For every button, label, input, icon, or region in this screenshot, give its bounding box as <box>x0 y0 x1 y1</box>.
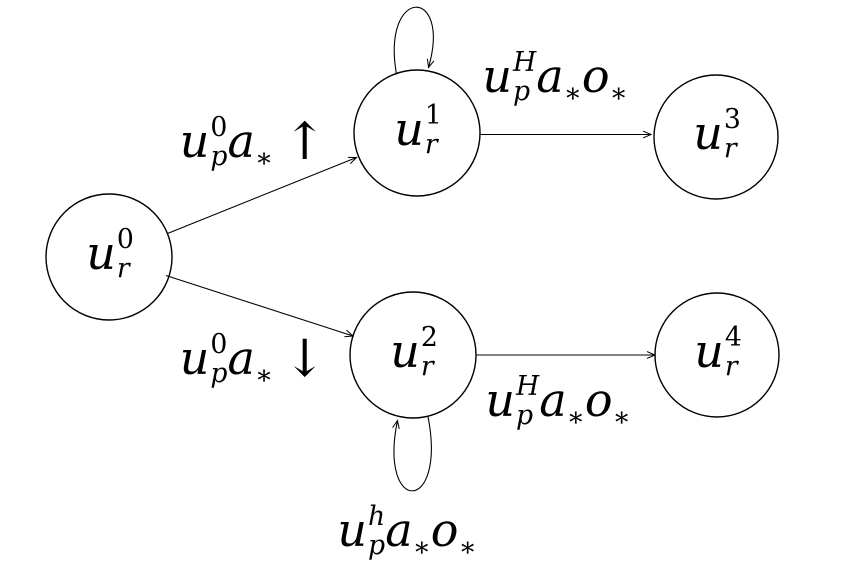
math-o: o <box>581 49 610 103</box>
math-o: o <box>584 373 613 427</box>
math-u-sub: p <box>368 530 386 561</box>
math-u: u <box>179 114 210 168</box>
node-sub: r <box>724 351 738 382</box>
math-o-sub: ∗ <box>612 402 631 434</box>
node-sup: 4 <box>724 322 742 354</box>
node-base: u <box>390 324 420 378</box>
node-base: u <box>394 102 424 156</box>
math-u-sub: p <box>210 358 228 389</box>
math-u-sup: H <box>515 371 540 403</box>
state-circle-u3 <box>653 74 779 200</box>
node-base: u <box>694 324 724 378</box>
math-u-sup: 0 <box>210 329 228 361</box>
up-arrow-symbol: ↑ <box>283 112 327 173</box>
down-arrow-symbol: ↓ <box>283 329 327 390</box>
math-u: u <box>485 373 515 427</box>
math-a-sub: ∗ <box>254 143 274 175</box>
math-a-sub: ∗ <box>563 78 582 110</box>
math-u: u <box>179 331 210 385</box>
edge-arrow-u0-u1 <box>167 156 358 235</box>
math-a: a <box>227 331 255 385</box>
math-o-sub: ∗ <box>609 78 628 110</box>
node-sup: 2 <box>420 322 438 354</box>
selfloop-arrow-u1 <box>393 6 435 75</box>
math-u-sup: 0 <box>210 112 228 144</box>
math-u: u <box>337 503 368 557</box>
math-o-sub: ∗ <box>458 532 477 564</box>
math-o: o <box>430 503 459 557</box>
math-a-sub: ∗ <box>254 360 274 392</box>
math-a: a <box>227 114 255 168</box>
math-a-sub: ∗ <box>412 532 431 564</box>
math-a: a <box>536 49 564 103</box>
node-base: u <box>693 106 723 160</box>
math-u-sup: h <box>368 501 386 533</box>
math-u-sub: p <box>210 141 228 172</box>
node-sub: r <box>420 351 434 382</box>
node-base: u <box>86 226 116 280</box>
node-sup: 3 <box>723 104 741 136</box>
math-u-sub: p <box>515 400 534 431</box>
node-sub: r <box>116 253 130 284</box>
node-sub: r <box>424 129 438 160</box>
node-sup: 1 <box>424 100 442 132</box>
math-a: a <box>539 373 567 427</box>
edge-arrow-u0-u2 <box>165 274 355 338</box>
node-sup: 0 <box>116 224 134 256</box>
state-circle-u1 <box>353 69 481 197</box>
node-sub: r <box>723 133 737 164</box>
state-circle-u0 <box>45 193 173 321</box>
math-a-sub: ∗ <box>566 402 585 434</box>
math-u-sup: H <box>512 47 537 79</box>
selfloop-arrow-u2 <box>392 416 432 492</box>
math-a: a <box>385 503 413 557</box>
math-u: u <box>482 49 512 103</box>
math-u-sub: p <box>512 76 531 107</box>
